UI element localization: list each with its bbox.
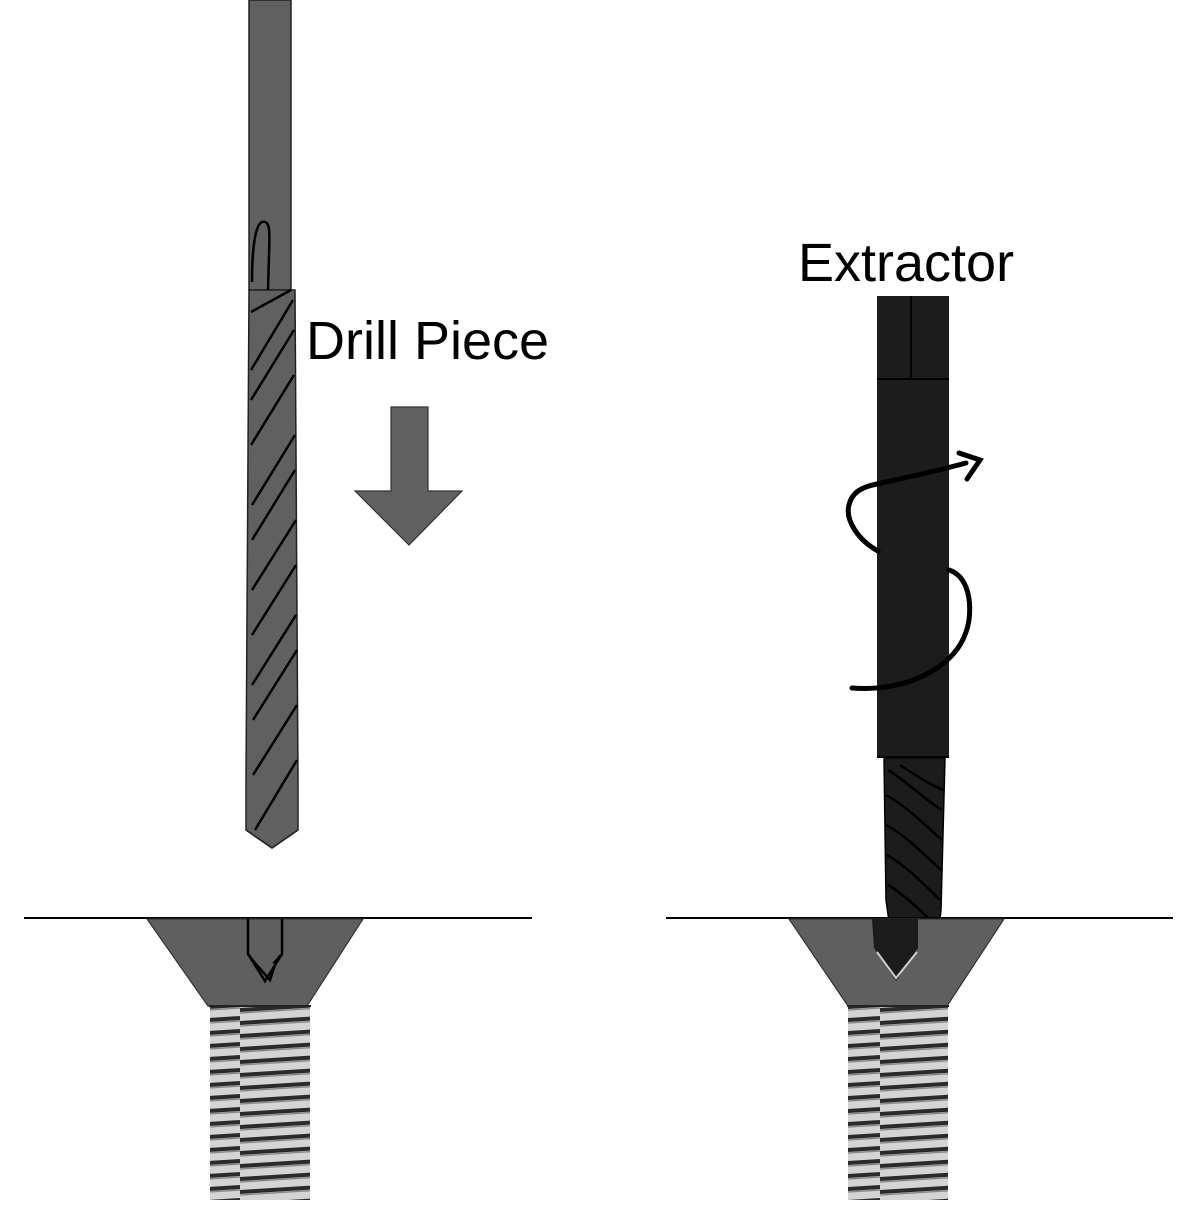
extractor-label: Extractor <box>798 233 1015 293</box>
drill-piece-label: Drill Piece <box>306 311 550 371</box>
extractor-icon <box>877 296 949 974</box>
left-panel <box>24 0 532 1200</box>
drill-bit-icon <box>245 0 299 849</box>
right-panel <box>666 296 1173 1200</box>
screw-icon <box>787 918 1006 1200</box>
down-arrow-icon <box>353 406 464 546</box>
screw-icon <box>145 918 365 1200</box>
rotation-arrow-icon <box>845 450 984 691</box>
